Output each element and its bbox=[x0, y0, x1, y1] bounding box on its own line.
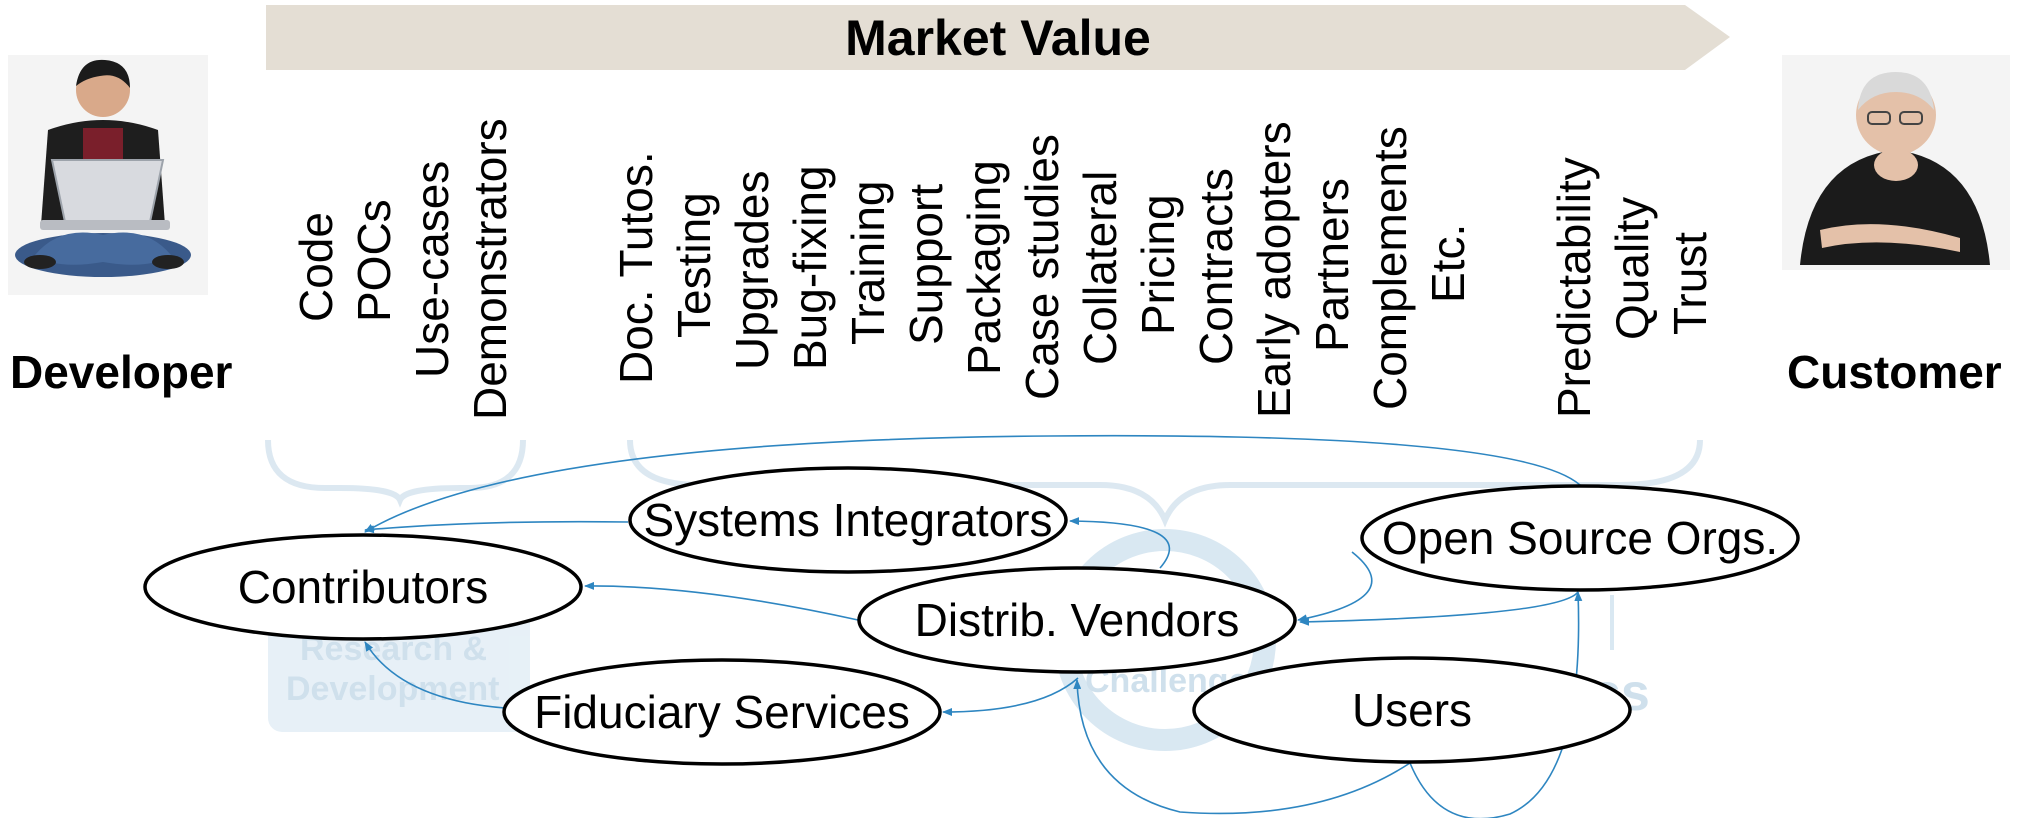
edge-users-to-vendors bbox=[1073, 679, 1411, 815]
value-label-use-cases: Use-cases bbox=[406, 161, 458, 378]
edge-fiduciary-to-contributors bbox=[364, 641, 506, 709]
customer-image bbox=[1782, 55, 2010, 270]
developer-label: Developer bbox=[10, 346, 233, 398]
watermark-text-2: Development bbox=[286, 670, 500, 708]
value-label-pricing: Pricing bbox=[1132, 194, 1184, 335]
value-label-case-studies: Case studies bbox=[1016, 134, 1068, 400]
node-fiduciary-services: Fiduciary Services bbox=[502, 658, 942, 766]
node-label-open-source-orgs: Open Source Orgs. bbox=[1382, 512, 1778, 564]
brace-development bbox=[265, 439, 526, 508]
value-label-demonstrators: Demonstrators bbox=[464, 118, 516, 420]
value-label-etc: Etc. bbox=[1422, 224, 1474, 303]
node-users: Users bbox=[1192, 656, 1632, 764]
node-label-distrib-vendors: Distrib. Vendors bbox=[915, 594, 1240, 646]
node-contributors: Contributors bbox=[143, 533, 583, 641]
edge-vendors-to-contributors bbox=[584, 581, 859, 621]
value-label-partners: Partners bbox=[1306, 178, 1358, 352]
node-open-source-orgs: Open Source Orgs. bbox=[1360, 484, 1800, 592]
value-label-upgrades: Upgrades bbox=[726, 171, 778, 370]
value-label-doc-tutos: Doc. Tutos. bbox=[610, 151, 662, 384]
node-label-contributors: Contributors bbox=[238, 561, 489, 613]
value-label-complements: Complements bbox=[1364, 126, 1416, 410]
edge-users-to-vendors-2 bbox=[1299, 591, 1579, 626]
value-label-testing: Testing bbox=[668, 192, 720, 338]
node-systems-integrators: Systems Integrators bbox=[628, 466, 1068, 574]
developer-image bbox=[8, 55, 208, 295]
edge-integrators-to-contributors bbox=[364, 520, 629, 534]
value-label-pocs: POCs bbox=[348, 199, 400, 322]
node-label-systems-integrators: Systems Integrators bbox=[643, 494, 1052, 546]
value-label-collateral: Collateral bbox=[1074, 171, 1126, 365]
value-label-early-adopters: Early adopters bbox=[1248, 121, 1300, 418]
node-label-users: Users bbox=[1352, 684, 1472, 736]
value-label-bug-fixing: Bug-fixing bbox=[784, 165, 836, 370]
value-label-training: Training bbox=[842, 181, 894, 345]
edge-vendors-to-fiduciary bbox=[942, 677, 1079, 716]
edge-opensource-to-contributors bbox=[364, 434, 1581, 533]
edge-opensource-to-vendors bbox=[1297, 551, 1373, 623]
value-label-packaging: Packaging bbox=[958, 160, 1010, 375]
node-distrib-vendors: Distrib. Vendors bbox=[857, 566, 1297, 674]
value-label-quality: Quality bbox=[1606, 197, 1658, 340]
market-value-banner bbox=[266, 5, 1730, 70]
customer-label: Customer bbox=[1787, 346, 2002, 398]
value-label-predictability: Predictability bbox=[1548, 157, 1600, 418]
brace-commercialization bbox=[627, 439, 1703, 528]
edge-vendors-to-integrators bbox=[1069, 517, 1171, 569]
value-label-support: Support bbox=[900, 184, 952, 345]
value-label-code: Code bbox=[290, 212, 342, 322]
value-label-trust: Trust bbox=[1664, 232, 1716, 335]
banner-title: Market Value bbox=[845, 10, 1151, 66]
node-label-fiduciary-services: Fiduciary Services bbox=[534, 686, 910, 738]
value-label-contracts: Contracts bbox=[1190, 168, 1242, 365]
